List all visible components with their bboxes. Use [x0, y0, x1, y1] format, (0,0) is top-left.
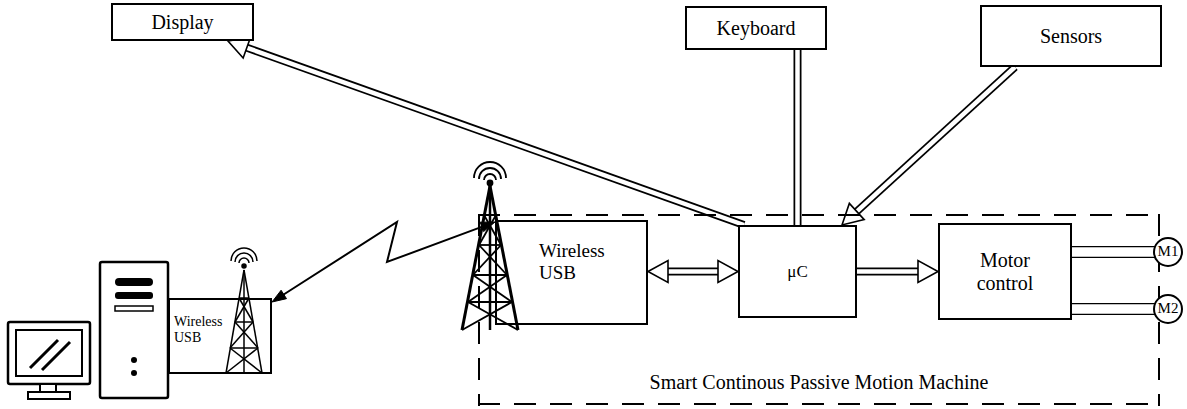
- sensors-box: Sensors: [980, 5, 1162, 67]
- node-label: Wireless USB: [174, 314, 230, 346]
- node-label: Sensors: [1040, 25, 1102, 48]
- node-label: Keyboard: [717, 17, 796, 40]
- node-label: Smart Continous Passive Motion Machine: [650, 371, 989, 394]
- node-label: Motor control: [960, 249, 1050, 295]
- computer: [8, 262, 168, 399]
- connector: [842, 67, 1015, 225]
- motor-circle: M1: [1153, 237, 1183, 267]
- connector: [272, 222, 495, 302]
- motor-control-box: Motor control: [938, 223, 1072, 320]
- pc-antenna: [226, 248, 262, 373]
- machine-antenna: [462, 162, 518, 330]
- machine-region: Smart Continous Passive Motion Machine Wi…: [478, 214, 1160, 406]
- microcontroller-box: μC: [738, 225, 857, 318]
- connector: [857, 261, 938, 283]
- node-label: Display: [151, 11, 213, 34]
- pc-wireless-box: Wireless USB: [168, 298, 272, 374]
- wireless-usb-box: Wireless USB: [495, 220, 648, 325]
- keyboard-box: Keyboard: [685, 6, 827, 50]
- node-label: Wireless USB: [539, 240, 623, 284]
- connector: [1072, 252, 1156, 253]
- connector: [797, 50, 798, 225]
- motor-circle: M2: [1153, 294, 1183, 324]
- display-box: Display: [111, 3, 254, 41]
- node-label: μC: [787, 262, 807, 282]
- node-label: M2: [1158, 300, 1179, 317]
- node-label: M1: [1158, 243, 1179, 260]
- connector: [1072, 309, 1156, 310]
- connector: [648, 261, 738, 283]
- connector: [228, 37, 744, 225]
